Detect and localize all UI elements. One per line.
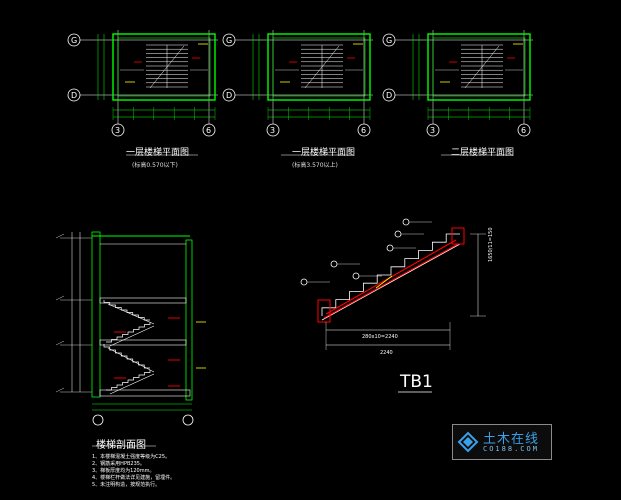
stair-flight — [103, 300, 150, 321]
stair-plan-2: G D 3 6 — [222, 30, 373, 156]
plan-3-title: 二层楼梯平面图 — [451, 148, 515, 158]
axis-label-top: G — [226, 36, 232, 45]
stair-wall — [112, 33, 216, 101]
stair-section — [55, 231, 206, 447]
elevation-marker — [55, 387, 65, 393]
tb1-dim-height: 1650/11=150 — [488, 227, 494, 262]
tb1-rebar-tag — [330, 260, 338, 268]
stair-plan-1: G D 3 6 — [67, 30, 218, 156]
axis-bubble — [182, 414, 194, 426]
break-line — [304, 45, 340, 89]
section-title: 楼梯剖面图 — [96, 440, 146, 451]
elevation-marker — [55, 233, 65, 239]
note-line: 1、本楼梯混凝土强度等级为C25。 — [92, 454, 171, 460]
axis-label-left: 3 — [430, 126, 435, 135]
note-line: 2、钢筋采用HPB235。 — [92, 461, 145, 467]
tb1-rebar-tag — [394, 230, 402, 238]
axis-label-right: 6 — [361, 126, 366, 135]
section-wall-right — [185, 239, 193, 401]
tb1-lower-beam — [317, 299, 331, 323]
tb1-slab-underside — [321, 243, 461, 321]
tb1-rebar-tag — [386, 244, 394, 252]
stair-plans: G D 3 6 G D 3 6 G D 3 6 — [67, 30, 533, 156]
tb1-rebar-tag — [300, 278, 308, 286]
tb1-label: TB1 — [400, 372, 433, 392]
stair-slab-underside — [107, 347, 155, 373]
break-line — [464, 45, 500, 89]
axis-label-bottom: D — [71, 91, 77, 100]
watermark-url: CO188.COM — [483, 445, 539, 453]
floor-slab — [99, 389, 191, 397]
axis-label-bottom: D — [386, 91, 392, 100]
elevation-marker — [55, 340, 65, 346]
stair-slab-underside — [109, 325, 155, 347]
floor-slab — [99, 339, 187, 346]
watermark-brand: 土木在线 — [483, 432, 540, 447]
axis-bubble — [92, 414, 104, 426]
break-line — [149, 45, 185, 89]
tb1-upper-beam — [451, 227, 465, 245]
floor-slab — [99, 297, 187, 304]
axis-label-left: 3 — [270, 126, 275, 135]
tb1-rebar-tag — [352, 272, 360, 280]
section-wall-left — [91, 231, 101, 398]
note-line: 5、未注明构造，按规范执行。 — [92, 482, 161, 488]
stair-slab-underside — [109, 373, 155, 395]
stair-flight — [103, 344, 150, 369]
tb1-bottom-rebar — [323, 243, 459, 319]
axis-label-top: G — [386, 36, 392, 45]
plan-1-subtitle: (标高0.570以下) — [132, 162, 178, 169]
section-notes: 1、本楼梯混凝土强度等级为C25。 2、钢筋采用HPB235。 3、梯板厚度均为… — [92, 454, 272, 489]
plan-1-title: 一层楼梯平面图 — [126, 148, 190, 158]
axis-label-top: G — [71, 36, 77, 45]
note-line: 4、楼梯栏杆做法详见建施，留埋件。 — [92, 475, 176, 481]
elevation-marker — [55, 295, 65, 301]
stair-slab-underside — [107, 303, 155, 325]
tb1-dim-total: 2240 — [380, 350, 393, 356]
axis-label-bottom: D — [226, 91, 232, 100]
plan-2-title: 一层楼梯平面图 — [292, 148, 356, 158]
watermark-logo: 土木在线 CO188.COM — [452, 424, 552, 460]
axis-label-right: 6 — [521, 126, 526, 135]
axis-label-left: 3 — [115, 126, 120, 135]
note-line: 3、梯板厚度均为120mm。 — [92, 468, 155, 474]
tb1-steps — [321, 233, 460, 316]
stair-wall — [267, 33, 371, 101]
brand-logo-icon — [457, 431, 479, 453]
stair-flight — [106, 370, 151, 391]
stair-plan-3: G D 3 6 — [382, 30, 533, 156]
tb1-rebar-tag — [402, 218, 410, 226]
stair-flight — [106, 322, 151, 343]
plan-2-subtitle: (标高3.570以上) — [292, 162, 338, 169]
stair-wall-inner — [432, 37, 526, 97]
tb1-dim-inner: 280x10=2240 — [362, 334, 398, 340]
stair-wall — [427, 33, 531, 101]
tb1-annotation — [375, 275, 393, 289]
stair-wall-inner — [272, 37, 366, 97]
tb1-detail — [300, 218, 486, 393]
axis-label-right: 6 — [206, 126, 211, 135]
stair-wall-inner — [117, 37, 211, 97]
